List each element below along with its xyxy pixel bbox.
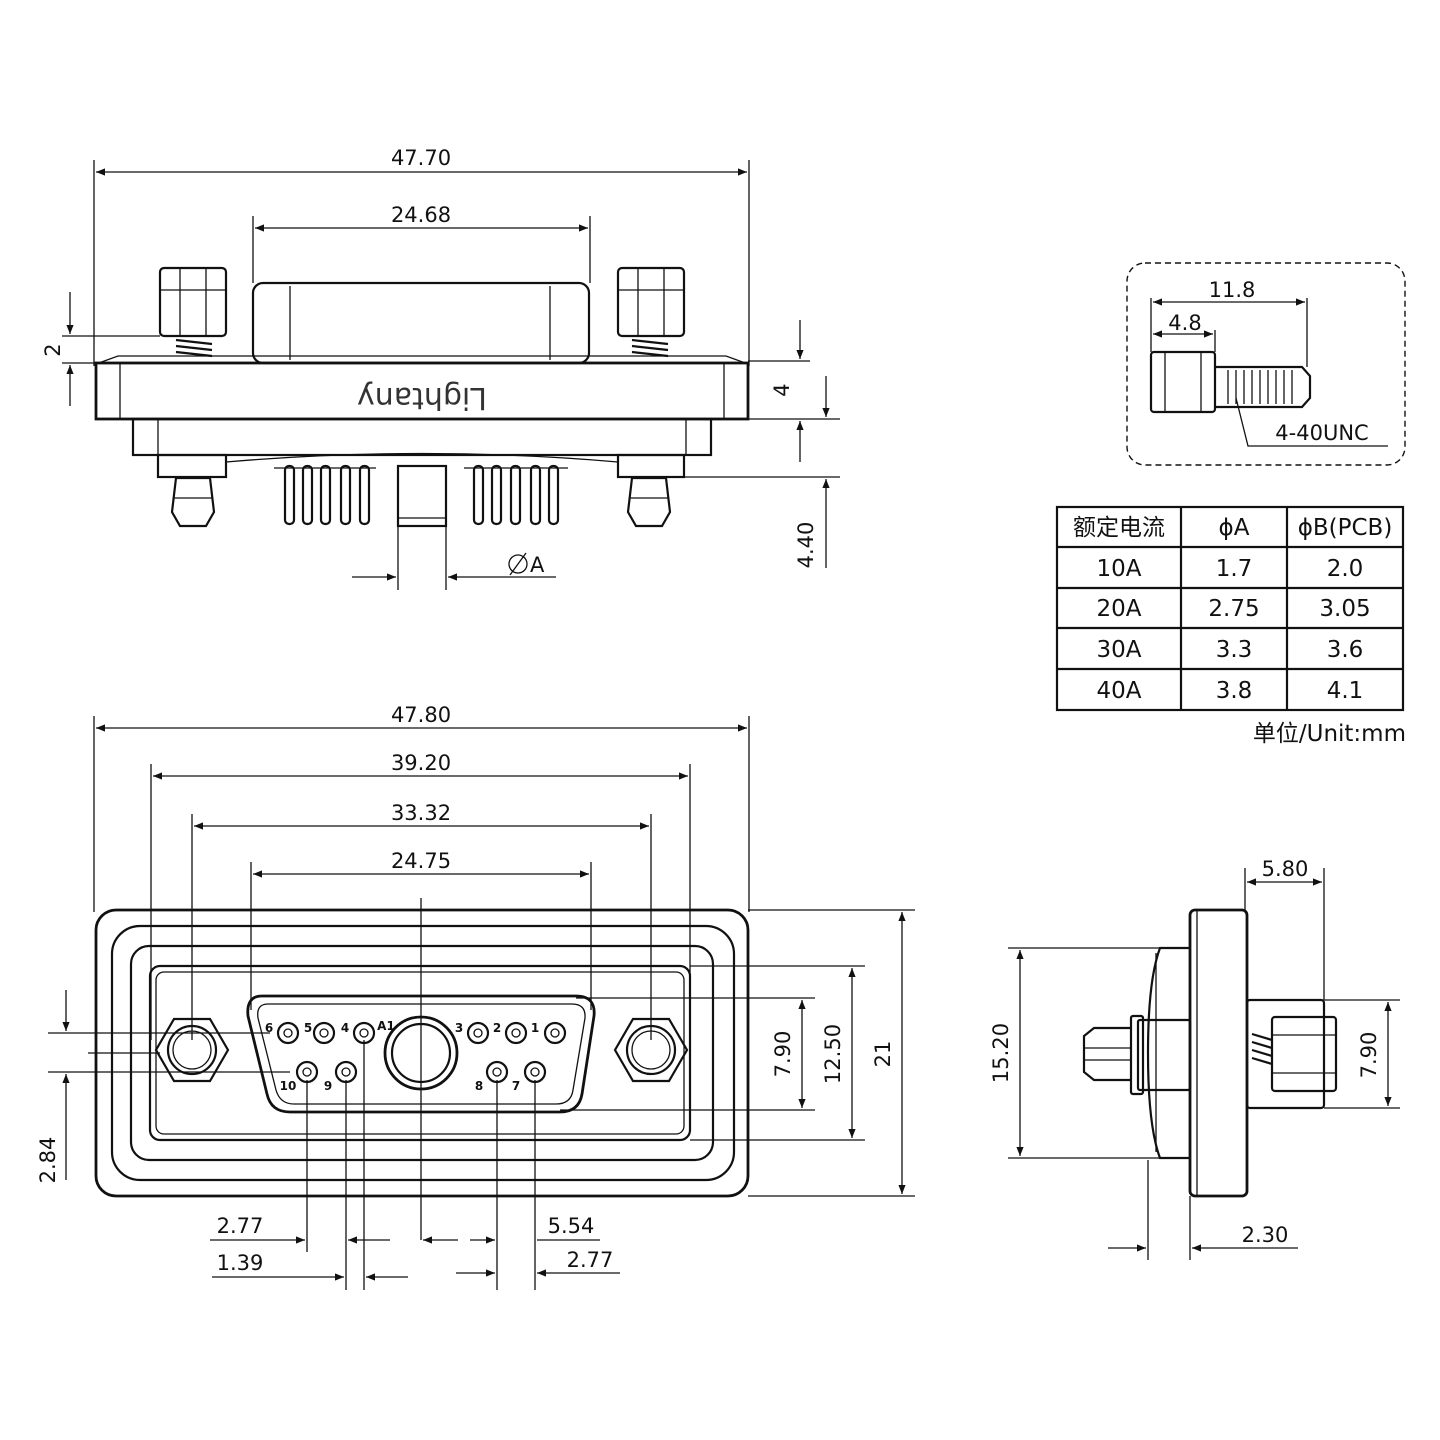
dim-pitch-b: 1.39 [217, 1251, 264, 1275]
flange-outer [94, 908, 750, 1198]
dim-top-shell-width: 24.68 [391, 203, 451, 227]
brand-logo: Lightany [357, 380, 487, 415]
pin-label: A1 [377, 1019, 395, 1033]
shell-outline [251, 281, 591, 365]
table-cell: 20A [1096, 596, 1141, 622]
table-cell: 3.6 [1327, 637, 1364, 663]
unit-note: 单位/Unit:mm [1253, 721, 1406, 747]
dim-top-pin-length: 4.40 [794, 522, 818, 569]
board-lock-left [170, 476, 216, 528]
table-cell: 4.1 [1327, 678, 1364, 704]
dim-front-hole-spacing: 33.32 [391, 801, 451, 825]
dim-top-overall-width: 47.70 [391, 146, 451, 170]
dim-screw-total-length: 11.8 [1209, 278, 1256, 302]
pin-label: 8 [475, 1079, 483, 1093]
dim-pitch-d: 2.77 [567, 1248, 614, 1272]
table-cell: 3.05 [1319, 596, 1370, 622]
table-cell: 30A [1096, 637, 1141, 663]
screw-detail: 11.8 4.8 4-40UNC [1126, 262, 1406, 466]
side-view: 5.80 15.20 7.90 2.30 [989, 857, 1400, 1260]
side-flange [1188, 908, 1249, 1198]
screw-thread [1215, 365, 1312, 409]
table-cell: 2.0 [1327, 556, 1364, 582]
dim-front-shell-width: 24.75 [391, 849, 451, 873]
table-cell: 3.3 [1216, 637, 1253, 663]
table-cell: 1.7 [1216, 556, 1253, 582]
side-body [1146, 946, 1190, 1160]
dim-front-inner-height: 12.50 [821, 1024, 845, 1084]
pin-label: 7 [512, 1079, 520, 1093]
pcb-pins [274, 464, 568, 528]
dim-top-screw-protrusion: 2 [41, 343, 65, 356]
pin-label: 6 [265, 1021, 273, 1035]
front-view: 6 5 4 A1 3 2 1 10 9 8 7 47.80 39.20 33.3… [36, 703, 915, 1290]
pin-label: 3 [455, 1021, 463, 1035]
table-header-diameter-a: ϕA [1219, 515, 1250, 541]
detail-frame [1126, 262, 1406, 466]
thread-leader [1235, 397, 1388, 447]
dim-top-contact-diameter: A [530, 553, 545, 577]
rear-body [131, 417, 713, 457]
pin-label: 10 [280, 1079, 297, 1093]
pin-label: 2 [493, 1021, 501, 1035]
dim-pitch-c: 5.54 [548, 1214, 595, 1238]
thread-spec: 4-40UNC [1275, 421, 1368, 445]
pin-label: 1 [531, 1021, 539, 1035]
dim-side-flange-depth: 5.80 [1262, 857, 1309, 881]
dim-front-mount-width: 39.20 [391, 751, 451, 775]
table-cell: 10A [1096, 556, 1141, 582]
dim-side-flange-thickness: 2.30 [1242, 1223, 1289, 1247]
table-header-current: 额定电流 [1073, 515, 1165, 541]
diameter-icon [508, 554, 528, 574]
d-shell-outer [246, 994, 596, 1114]
table-cell: 2.75 [1208, 596, 1259, 622]
dim-front-overall-height: 21 [871, 1041, 895, 1068]
board-lock-right [626, 476, 672, 528]
dim-side-body-height: 15.20 [989, 1023, 1013, 1083]
dim-front-shell-height: 7.90 [771, 1031, 795, 1078]
power-contact [396, 464, 448, 528]
screw-head [1149, 350, 1217, 414]
dim-front-overall-width: 47.80 [391, 703, 451, 727]
dim-top-flange-thickness: 4 [770, 383, 794, 396]
jack-screw-left [158, 266, 228, 358]
pin-label: 5 [304, 1021, 312, 1035]
pin-label: 4 [341, 1021, 349, 1035]
spec-table: 额定电流 ϕA ϕB(PCB) 10A 1.7 2.0 20A 2.75 3.0… [1055, 505, 1406, 747]
dim-side-screw-height: 7.90 [1357, 1032, 1381, 1079]
nut-right [616, 453, 686, 479]
jack-screw-right [616, 266, 686, 358]
dim-screw-head-length: 4.8 [1168, 311, 1201, 335]
top-view: Lightany 4 [41, 146, 840, 590]
nut-left [156, 453, 228, 479]
table-cell: 40A [1096, 678, 1141, 704]
dim-front-row-offset: 2.84 [36, 1137, 60, 1184]
pin-label: 9 [324, 1079, 332, 1093]
table-header-diameter-b: ϕB(PCB) [1298, 515, 1393, 541]
side-screw-head [1270, 1015, 1338, 1093]
table-cell: 3.8 [1216, 678, 1253, 704]
dim-pitch-a: 2.77 [217, 1214, 264, 1238]
